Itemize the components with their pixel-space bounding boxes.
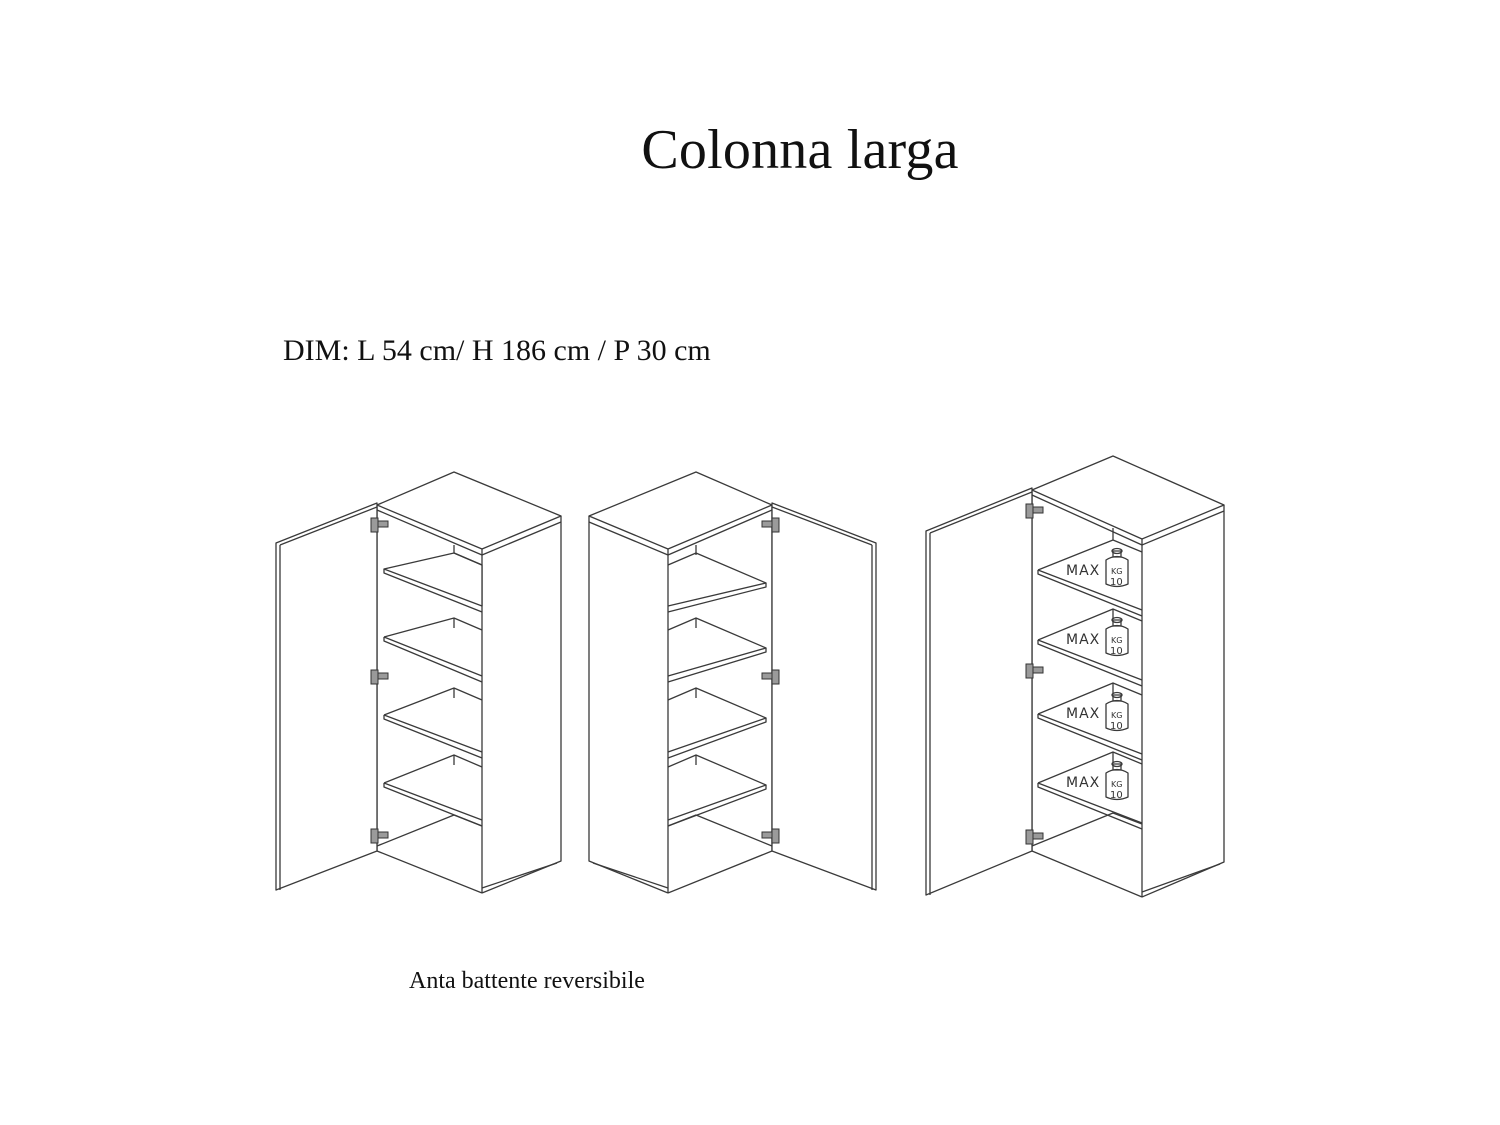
hinge-icon xyxy=(370,669,389,685)
shelves xyxy=(1037,539,1143,830)
dimensions-label: DIM: L 54 cm/ H 186 cm / P 30 cm xyxy=(283,334,711,367)
svg-text:KG: KG xyxy=(1111,567,1122,576)
shelf-load-badge: MAX KG 10 xyxy=(1066,760,1129,801)
hinge-icon xyxy=(761,517,780,533)
hinge-icon xyxy=(370,828,389,844)
weight-icon: KG 10 xyxy=(1105,691,1129,732)
shelf-load-badge: MAX KG 10 xyxy=(1066,691,1129,732)
weight-icon: KG 10 xyxy=(1105,547,1129,588)
svg-text:KG: KG xyxy=(1111,636,1122,645)
door-panel xyxy=(771,502,877,891)
svg-text:KG: KG xyxy=(1111,780,1122,789)
hinge-icon xyxy=(1025,829,1044,845)
svg-text:10: 10 xyxy=(1110,646,1123,657)
svg-text:MAX: MAX xyxy=(1066,706,1100,722)
svg-text:MAX: MAX xyxy=(1066,775,1100,791)
svg-text:MAX: MAX xyxy=(1066,632,1100,648)
page-title: Colonna larga xyxy=(641,119,959,181)
cabinet-shelf-load: MAX KG 10 MAX KG 10 MAX KG 10 xyxy=(925,455,1225,898)
hinge-icon xyxy=(370,517,389,533)
shelf-load-badge: MAX KG 10 xyxy=(1066,547,1129,588)
weight-icon: KG 10 xyxy=(1105,760,1129,801)
door-panel xyxy=(925,487,1033,896)
cabinet-door-open-right xyxy=(588,471,877,894)
hinge-icon xyxy=(761,669,780,685)
shelves xyxy=(667,552,767,827)
cabinet-door-open-left xyxy=(275,471,562,894)
door-panel xyxy=(275,502,378,891)
svg-text:MAX: MAX xyxy=(1066,563,1100,579)
shelf-load-badge: MAX KG 10 xyxy=(1066,616,1129,657)
svg-text:KG: KG xyxy=(1111,711,1122,720)
hinge-icon xyxy=(1025,503,1044,519)
weight-icon: KG 10 xyxy=(1105,616,1129,657)
svg-text:10: 10 xyxy=(1110,577,1123,588)
hinge-icon xyxy=(761,828,780,844)
shelves xyxy=(383,552,483,827)
svg-text:10: 10 xyxy=(1110,721,1123,732)
caption-reversible-door: Anta battente reversibile xyxy=(409,968,645,994)
hinge-icon xyxy=(1025,663,1044,679)
svg-text:10: 10 xyxy=(1110,790,1123,801)
